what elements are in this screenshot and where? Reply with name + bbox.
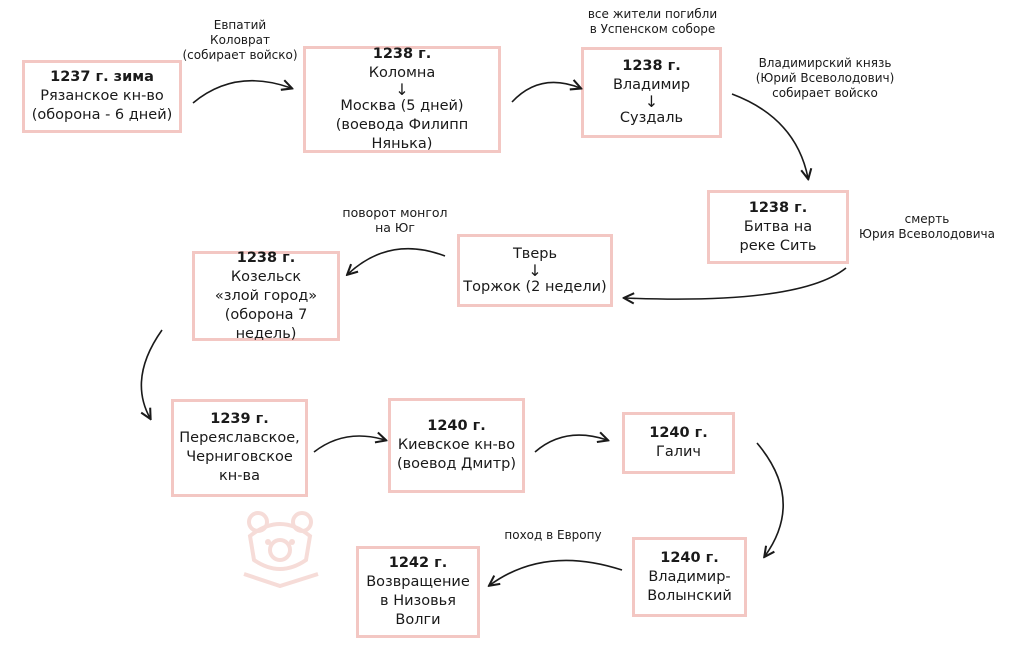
- box-line: в Низовья: [380, 593, 456, 609]
- note-line: Юрия Всеволодовича: [859, 227, 995, 241]
- box-line: Козельск: [230, 268, 302, 285]
- note-line: в Успенском соборе: [589, 22, 716, 36]
- note-line: Владимирский князь: [758, 56, 892, 70]
- box-line: Волги: [395, 612, 441, 628]
- note-vladimir-prince: Владимирский князь (Юрий Всеволодович) с…: [745, 56, 905, 101]
- box-line: (оборона - 6 дней): [31, 107, 173, 123]
- box-tver-torzhok: Тверь ↓ Торжок (2 недели): [457, 234, 613, 307]
- box-galich: 1240 г. Галич: [622, 412, 735, 474]
- box-year: 1240 г.: [649, 425, 708, 441]
- box-line: (воевод Дмитр): [396, 456, 517, 472]
- note-line: смерть: [904, 212, 950, 226]
- arrow-7: [313, 436, 385, 453]
- box-vladimir-suzdal: 1238 г. Владимир ↓ Суздаль: [581, 47, 722, 138]
- box-line: Киевское кн-во: [397, 437, 516, 453]
- box-kozelsk: 1238 г. Козельск «злой город» (оборона 7…: [192, 249, 340, 342]
- box-year: 1238 г.: [748, 199, 808, 216]
- note-line: все жители погибли: [587, 7, 718, 21]
- box-pereyaslav: 1239 г. Переяславское, Черниговское кн-в…: [171, 399, 308, 497]
- bear-head-logo-icon: [243, 511, 319, 588]
- box-line: (воевода Филипп Нянька): [335, 117, 469, 152]
- note-line: собирает войско: [772, 86, 878, 100]
- box-return-volga: 1242 г. Возвращение в Низовья Волги: [356, 546, 480, 638]
- arrow-4: [625, 267, 847, 299]
- down-arrow-icon: ↓: [528, 260, 542, 280]
- arrow-10: [490, 559, 623, 585]
- arrow-2: [511, 82, 580, 103]
- box-line: Рязанское кн-во: [40, 88, 164, 104]
- box-line: Коломна: [368, 65, 436, 81]
- box-line: Суздаль: [619, 110, 684, 126]
- box-line: кн-ва: [219, 468, 260, 484]
- box-year: 1238 г.: [622, 58, 681, 74]
- box-year: 1237 г. зима: [50, 69, 154, 85]
- box-line: (оборона 7 недель): [224, 306, 308, 342]
- box-line: Битва на: [743, 218, 813, 235]
- box-year: 1242 г.: [388, 555, 448, 571]
- note-line: поход в Европу: [504, 528, 602, 542]
- note-line: (Юрий Всеволодович): [755, 71, 895, 85]
- box-line: Владимир-: [648, 568, 731, 585]
- note-uspensky: все жители погибли в Успенском соборе: [575, 7, 730, 37]
- note-line: Коловрат: [210, 33, 270, 47]
- note-yuri-death: смерть Юрия Всеволодовича: [852, 212, 1002, 242]
- arrow-6: [140, 329, 163, 418]
- box-line: Переяславское,: [179, 430, 300, 446]
- box-line: Черниговское: [186, 449, 293, 465]
- box-line: Волынский: [647, 587, 732, 604]
- box-line: Тверь: [512, 245, 558, 262]
- arrow-1: [192, 81, 291, 104]
- box-kolomna-moscow: 1238 г. Коломна ↓ Москва (5 дней) (воево…: [303, 46, 501, 153]
- box-line: «злой город»: [214, 287, 318, 304]
- box-line: Москва (5 дней): [340, 98, 464, 114]
- box-line: Возвращение: [366, 574, 470, 590]
- down-arrow-icon: ↓: [644, 92, 659, 111]
- box-line: Торжок (2 недели): [463, 278, 607, 295]
- note-line: (собирает войско): [182, 48, 298, 62]
- box-year: 1240 г.: [427, 418, 486, 434]
- note-line: на Юг: [375, 220, 415, 235]
- box-year: 1238 г.: [236, 249, 296, 266]
- arrow-3: [731, 93, 808, 178]
- box-year: 1240 г.: [660, 549, 719, 566]
- box-line: Владимир: [612, 77, 691, 93]
- note-europe: поход в Европу: [488, 528, 618, 543]
- box-line: Галич: [656, 444, 701, 460]
- note-kolovrat: Евпатий Коловрат (собирает войско): [175, 18, 305, 63]
- note-turn-south: поворот монгол на Юг: [325, 205, 465, 235]
- arrow-9: [756, 442, 784, 556]
- box-year: 1239 г.: [210, 411, 269, 427]
- note-line: поворот монгол: [342, 205, 448, 220]
- box-year: 1238 г.: [372, 46, 432, 62]
- down-arrow-icon: ↓: [395, 80, 409, 99]
- box-vladimir-volynsky: 1240 г. Владимир- Волынский: [632, 537, 747, 617]
- note-line: Евпатий: [213, 18, 267, 32]
- box-ryazan: 1237 г. зима Рязанское кн-во (оборона - …: [22, 60, 182, 133]
- box-kiev: 1240 г. Киевское кн-во (воевод Дмитр): [388, 398, 525, 493]
- box-line: реке Сить: [739, 237, 817, 254]
- box-sit-battle: 1238 г. Битва на реке Сить: [707, 190, 849, 264]
- arrow-5: [348, 247, 446, 274]
- arrow-8: [534, 435, 607, 453]
